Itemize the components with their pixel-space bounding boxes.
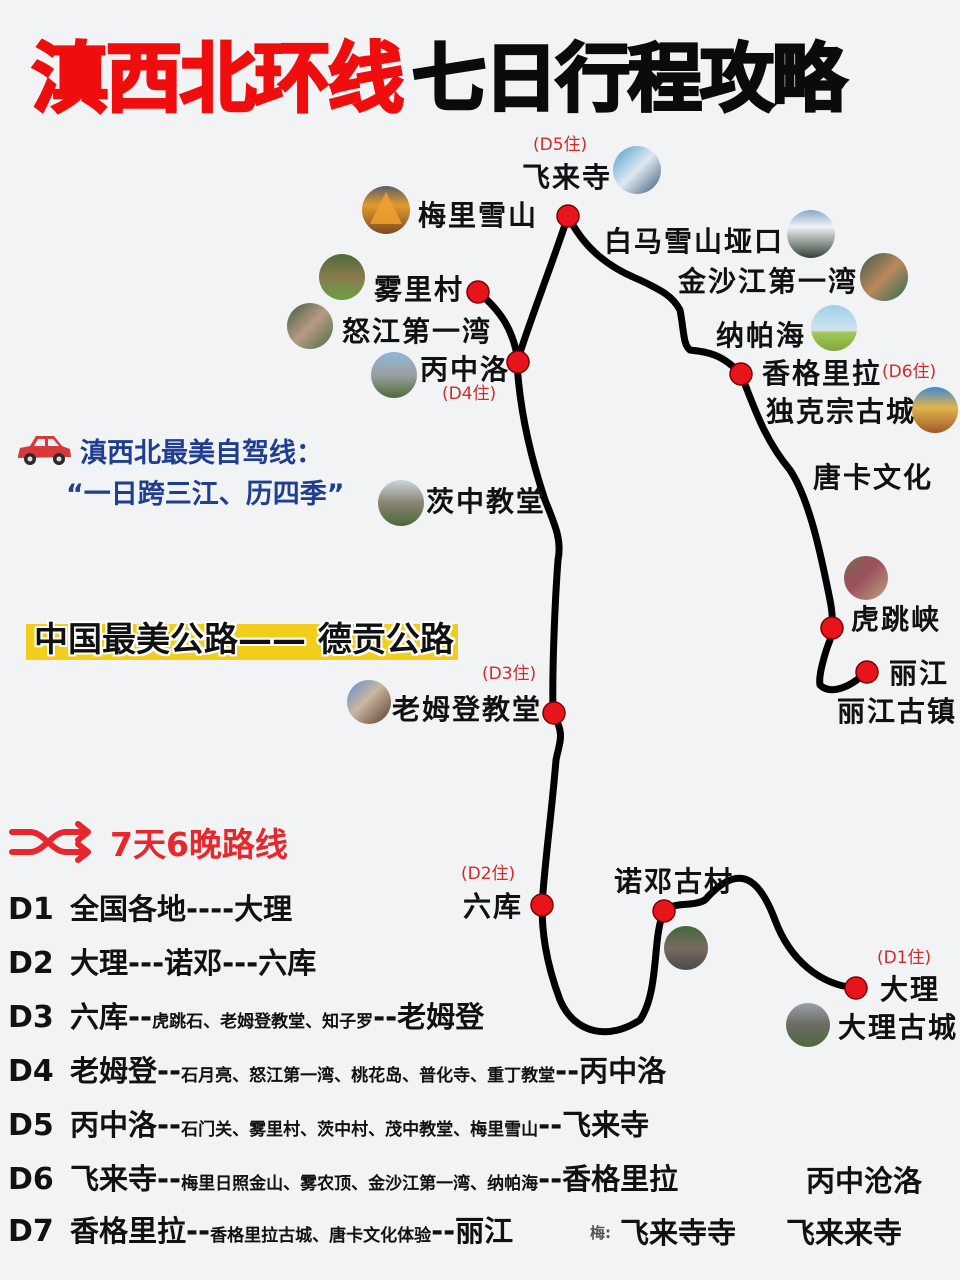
title-black-part: 七日行程攻略 <box>411 34 848 123</box>
highlight-banner <box>26 624 458 660</box>
stop-label-baima: 白马雪山垭口 <box>604 225 785 258</box>
photo-tiger-leaping-gorge <box>844 556 888 600</box>
title-red-part: 滇西北环线 <box>31 33 406 125</box>
stop-dot-bingzhongluo <box>506 350 530 374</box>
stop-dot-hutiaoxia <box>820 616 844 640</box>
stop-label-liuku: 六库 <box>463 890 524 923</box>
stop-label-dukezong: 独克宗古城 <box>766 395 917 428</box>
day-via: 石门关、雾里村、茨中村、茂中教堂、梅里雪山 <box>181 1120 539 1140</box>
photo-wuli-village <box>319 254 365 300</box>
stop-label-dali: 大理 <box>880 973 941 1006</box>
slogan-line-2: “一日跨三江、历四季” <box>66 479 345 510</box>
photo-laomudeng-church <box>347 680 391 724</box>
stop-dot-liuku <box>530 893 554 917</box>
day-start: 老姆登-- <box>70 1054 182 1088</box>
photo-napahai <box>811 305 857 351</box>
stop-dot-feilaisi <box>556 204 580 228</box>
stay-tag-d6: (D6住) <box>882 362 937 382</box>
photo-bingzhongluo <box>371 352 417 398</box>
stop-dot-shangrila <box>729 362 753 386</box>
stop-label-nujiang: 怒江第一湾 <box>342 315 493 348</box>
itinerary-title: 7天6晚路线 <box>110 825 288 864</box>
day-code: D2 <box>8 946 54 981</box>
day-via: 石月亮、怒江第一湾、桃花岛、普化寺、重丁教堂 <box>181 1066 556 1086</box>
stop-dot-wulicun <box>466 280 490 304</box>
stop-label-laomudeng: 老姆登教堂 <box>392 693 543 726</box>
stop-label-feilaisi: 飞来寺 <box>522 161 613 194</box>
day-code: D3 <box>8 1000 54 1035</box>
itinerary-day-3: D3 六库-- 虎跳石、老姆登教堂、知子罗 --老姆登 <box>8 994 484 1036</box>
photo-cizhong-church <box>378 480 424 526</box>
photo-nujiang-bend <box>287 303 333 349</box>
day-via: 香格里拉古城、唐卡文化体验 <box>210 1226 432 1246</box>
stop-label-cizhong: 茨中教堂 <box>426 485 547 518</box>
stay-tag-d4: (D4住) <box>442 384 497 404</box>
banner-text: 中国最美公路—— 德贡公路 <box>34 620 454 660</box>
stay-tag-d1: (D1住) <box>877 948 932 968</box>
day-code: D5 <box>8 1108 54 1143</box>
day-via: 梅里日照金山、雾农顶、金沙江第一湾、纳帕海 <box>181 1174 539 1194</box>
day-end: --老姆登 <box>373 1000 485 1034</box>
stop-label-lijiang: 丽江 <box>889 657 950 690</box>
page-title: 滇西北环线 七日行程攻略 <box>31 22 848 125</box>
day-via: 虎跳石、老姆登教堂、知子罗 <box>152 1012 374 1032</box>
day-end: --香格里拉 <box>538 1162 679 1196</box>
day-start: 香格里拉-- <box>70 1214 211 1248</box>
stop-dot-nuodeng <box>652 899 676 923</box>
day-end: --丽江 <box>431 1214 514 1248</box>
stay-tag-d3: (D3住) <box>482 664 537 684</box>
stay-tag-d2: (D2住) <box>461 864 516 884</box>
stop-label-thangka: 唐卡文化 <box>813 461 934 494</box>
photo-jinsha-bend <box>860 253 908 301</box>
stop-label-dali-old-town: 大理古城 <box>838 1011 959 1044</box>
day-route: 全国各地----大理 <box>70 892 293 926</box>
stop-label-jinsha: 金沙江第一湾 <box>678 265 859 298</box>
photo-feilaisi <box>613 146 661 194</box>
photo-dali-old-town <box>786 1003 830 1047</box>
stop-label-shangrila: 香格里拉 <box>762 357 883 390</box>
overlay-text-artifact: 飞来寺寺 <box>620 1216 737 1250</box>
stop-label-napahai: 纳帕海 <box>716 319 807 352</box>
car-icon <box>18 436 71 465</box>
day-code: D4 <box>8 1054 54 1089</box>
stop-label-lijiang-old-town: 丽江古镇 <box>837 695 958 728</box>
day-code: D1 <box>8 892 54 927</box>
itinerary-day-5: D5 丙中洛-- 石门关、雾里村、茨中村、茂中教堂、梅里雪山 --飞来寺 <box>8 1102 649 1144</box>
itinerary-day-4: D4 老姆登-- 石月亮、怒江第一湾、桃花岛、普化寺、重丁教堂 --丙中洛 <box>8 1048 666 1090</box>
overlay-text-artifact: 梅: <box>590 1224 611 1242</box>
itinerary-day-6: D6 飞来寺-- 梅里日照金山、雾农顶、金沙江第一湾、纳帕海 --香格里拉 <box>8 1156 678 1198</box>
stop-dot-lijiang <box>855 660 879 684</box>
stop-dot-dali <box>844 976 868 1000</box>
day-start: 飞来寺-- <box>70 1162 182 1196</box>
photo-nuodeng-village <box>664 926 708 970</box>
stop-label-meili: 梅里雪山 <box>418 199 539 232</box>
stop-label-nuodeng: 诺邓古村 <box>614 865 735 898</box>
day-start: 丙中洛-- <box>70 1108 182 1142</box>
overlay-text-artifact: 飞来来寺 <box>786 1216 903 1250</box>
photo-baima-pass <box>787 210 835 258</box>
stop-label-bingzhongluo: 丙中洛 <box>420 353 511 386</box>
overlay-text-artifact: 丙中沧洛 <box>806 1164 923 1198</box>
stop-label-wulicun: 雾里村 <box>374 273 465 306</box>
itinerary-header: 7天6晚路线 <box>8 818 288 866</box>
itinerary-day-2: D2 大理---诺邓---六库 <box>8 940 316 982</box>
stop-label-hutiaoxia: 虎跳峡 <box>851 603 942 636</box>
day-route: 大理---诺邓---六库 <box>70 946 317 980</box>
itinerary-day-1: D1 全国各地----大理 <box>8 886 292 928</box>
day-code: D7 <box>8 1214 54 1249</box>
day-end: --丙中洛 <box>555 1054 667 1088</box>
day-start: 六库-- <box>70 1000 153 1034</box>
stop-dot-laomudeng <box>542 701 566 725</box>
shuffle-arrows-icon <box>9 821 91 863</box>
slogan-line-1: 滇西北最美自驾线： <box>80 438 323 469</box>
stay-tag-d5: (D5住) <box>533 135 588 155</box>
day-code: D6 <box>8 1162 54 1197</box>
day-end: --飞来寺 <box>538 1108 650 1142</box>
photo-dukezong <box>912 387 958 433</box>
itinerary-day-7: D7 香格里拉-- 香格里拉古城、唐卡文化体验 --丽江 <box>8 1208 513 1250</box>
